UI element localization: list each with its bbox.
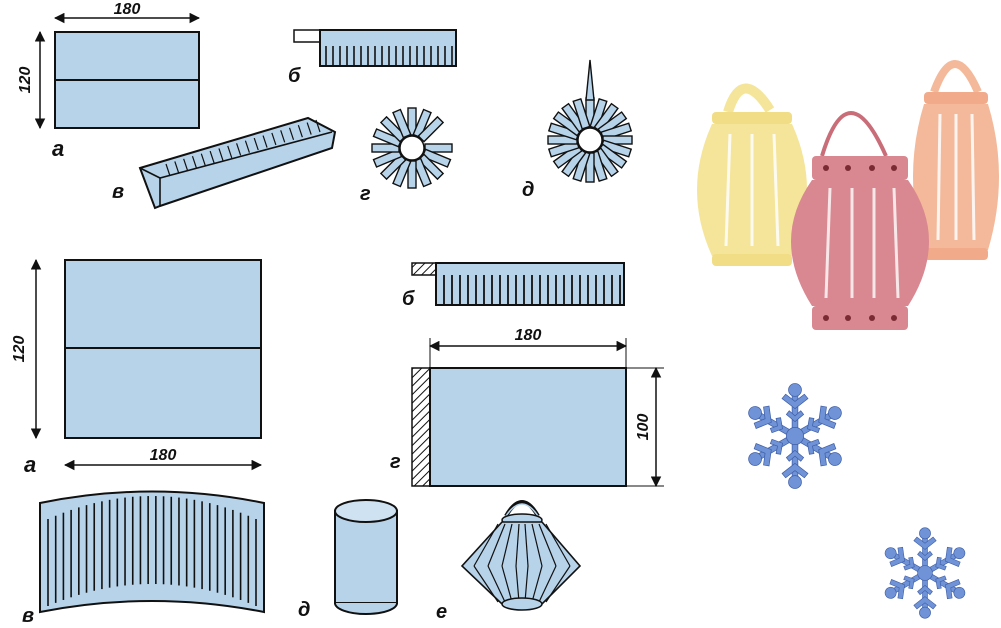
yellow-lantern [697,88,807,266]
top-step-g-rosette: г [360,108,452,205]
top-label-g: г [360,183,371,205]
top-step-d-rosette-with-spike: д [522,60,632,201]
bottom-step-g-sheet: 180 100 г [390,327,664,486]
top-label-b: б [288,65,301,87]
snowflake-icon-small [880,528,970,619]
bottom-label-a: а [24,452,36,477]
top-label-d: д [522,179,534,201]
top-diagram: 180 120 а б в г д [17,1,632,208]
bottom-label-b: б [402,288,415,310]
bottom-label-d: д [298,599,310,621]
bottom-step-v-curved-strip: в [22,492,264,628]
bottom-step-d-cylinder: д [298,500,397,621]
bottom-diagram: 180 120 а б 180 100 г в [11,260,664,627]
top-step-a-sheet: 180 120 а [17,1,199,161]
snowflake-icon [743,383,847,488]
bottom-step-b-fringe: б [402,263,624,310]
bottom-step-e-lantern: е [436,502,580,623]
paper-lanterns-photo [697,64,999,330]
top-step-b-fringe: б [288,30,456,87]
top-label-v: в [112,181,124,203]
bottom-step-a-sheet: 180 120 а [11,260,261,477]
top-label-a: а [52,136,64,161]
bottom-height-dimension: 120 [11,336,28,363]
bottom-label-g: г [390,451,401,473]
top-height-dimension: 120 [17,67,34,94]
top-step-v-folded-strip: в [112,118,335,208]
bottom-width-dimension: 180 [150,447,177,464]
bottom-g-height-dimension: 100 [635,414,652,441]
bottom-label-v: в [22,605,34,627]
red-lantern [791,113,929,330]
bottom-g-width-dimension: 180 [515,327,542,344]
bottom-label-e: е [436,601,447,623]
top-width-dimension: 180 [114,1,141,18]
